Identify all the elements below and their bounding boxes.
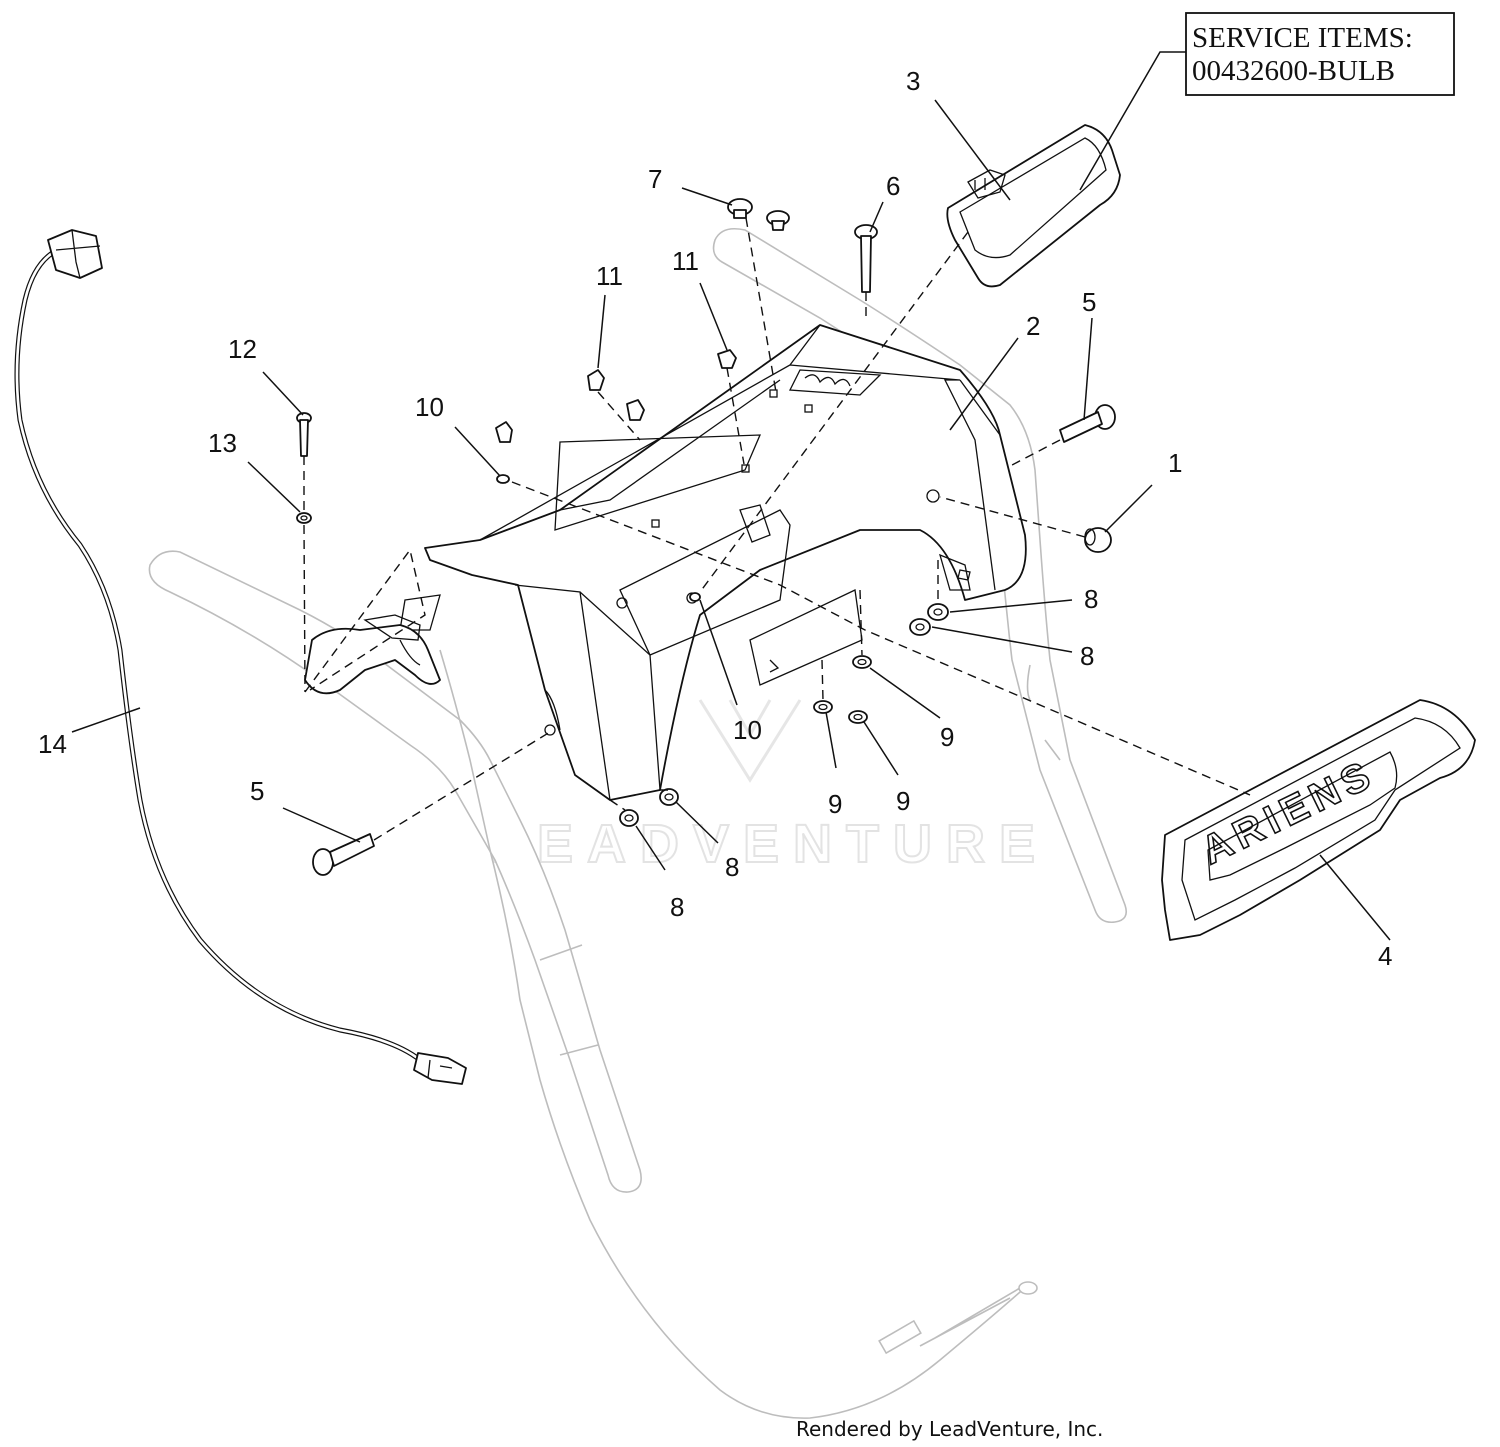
callout-11-b: 11: [672, 246, 699, 276]
callout-13: 13: [208, 428, 237, 458]
callout-9-a: 9: [940, 722, 954, 752]
washer-13: [296, 512, 312, 524]
control-bracket: [304, 614, 441, 695]
leader-lines: [71, 51, 1391, 941]
callout-labels: 1 2 3 4 5 5 6 7 8 8 8 8 9 9 9 10 10 11 1…: [38, 66, 1392, 971]
light-assembly: [946, 124, 1121, 288]
service-items-box: SERVICE ITEMS: 00432600-BULB: [1185, 12, 1455, 96]
service-items-part: 00432600-BULB: [1192, 55, 1395, 87]
nut-8a: [927, 603, 949, 621]
washer-9b: [813, 700, 833, 714]
callout-10-b: 10: [733, 715, 762, 745]
callout-7: 7: [648, 164, 662, 194]
callout-10-a: 10: [415, 392, 444, 422]
callout-5-right: 5: [1082, 287, 1096, 317]
screw-11d: [495, 421, 513, 443]
carriage-bolt-7b: [766, 210, 790, 231]
nut-8b: [909, 618, 931, 636]
callout-14: 14: [38, 729, 67, 759]
watermark-text: LEADVENTURE: [490, 814, 1049, 874]
callout-11-a: 11: [596, 261, 623, 291]
nut-8d: [619, 809, 639, 827]
callout-9-c: 9: [896, 786, 910, 816]
service-items-heading: SERVICE ITEMS:: [1192, 22, 1413, 54]
callout-8-a: 8: [1084, 584, 1098, 614]
carriage-bolt-6: [854, 224, 878, 293]
callout-3: 3: [906, 66, 920, 96]
assembly-lines: [303, 217, 1251, 841]
screw-11c: [626, 399, 645, 421]
carriage-bolt-7a: [727, 198, 753, 219]
hardware: [296, 198, 1116, 876]
harness-connector-bottom: [413, 1052, 467, 1085]
callout-12: 12: [228, 334, 257, 364]
wire-harness: [14, 229, 467, 1085]
render-credit: Rendered by LeadVenture, Inc.: [796, 1417, 1103, 1441]
carriage-bolt-5-left: [312, 833, 375, 876]
callout-2: 2: [1026, 311, 1040, 341]
plug-button-1: [1084, 527, 1112, 553]
callout-6: 6: [886, 171, 900, 201]
callout-4: 4: [1378, 941, 1392, 971]
callout-1: 1: [1168, 448, 1182, 478]
console-housing: [399, 324, 1027, 801]
callout-5-left: 5: [250, 776, 264, 806]
callout-8-d: 8: [670, 892, 684, 922]
washer-9a: [852, 655, 872, 669]
callout-8-b: 8: [1080, 641, 1094, 671]
nut-8c: [659, 788, 679, 806]
watermark: LEADVENTURE: [489, 699, 1049, 875]
harness-connector-top: [47, 229, 103, 279]
ariens-emblem: ARIENS: [1161, 699, 1476, 941]
callout-9-b: 9: [828, 789, 842, 819]
carriage-bolt-5-right: [1059, 404, 1116, 443]
bolt-12: [296, 412, 312, 457]
screw-11a: [587, 369, 605, 391]
clip-10b: [689, 592, 701, 602]
callout-8-c: 8: [725, 852, 739, 882]
washer-9c: [848, 710, 868, 724]
screw-11b: [717, 349, 737, 369]
clip-10a: [496, 474, 510, 484]
